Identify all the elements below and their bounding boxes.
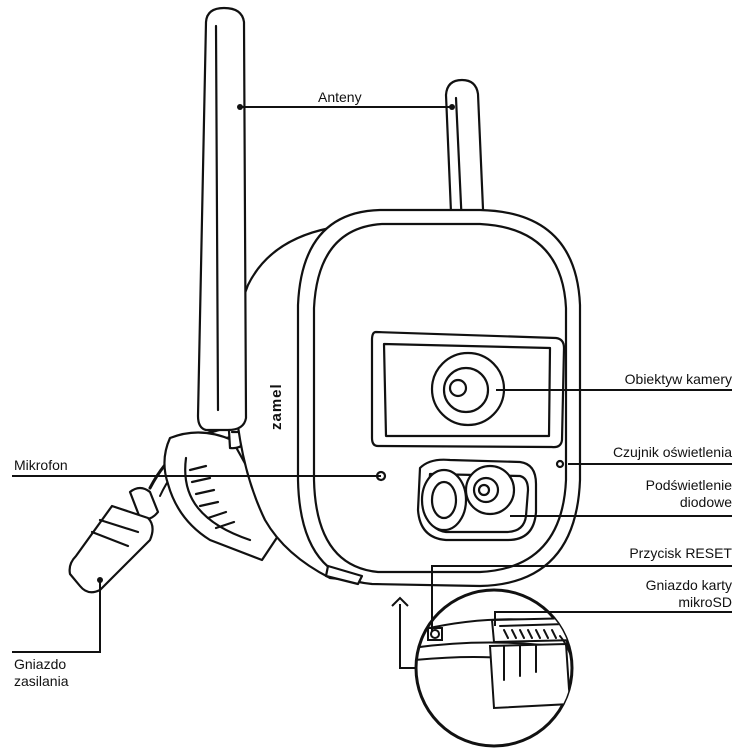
label-sd-line1: Gniazdo karty xyxy=(645,577,732,593)
zoom-detail xyxy=(414,588,574,748)
led-left-icon xyxy=(420,468,468,532)
leader-power xyxy=(12,580,101,653)
label-reset: Przycisk RESET xyxy=(629,545,732,561)
front-antenna xyxy=(196,6,248,432)
label-light-sensor: Czujnik oświetlenia xyxy=(612,444,732,460)
label-antennas: Anteny xyxy=(318,89,362,105)
leader-sd xyxy=(494,611,732,626)
label-power: Gniazdo zasilania xyxy=(14,656,68,690)
leader-zoom xyxy=(399,604,416,669)
brand-logo: zamel xyxy=(268,383,285,430)
label-sd-line2: mikroSD xyxy=(678,594,732,610)
label-led: Podświetlenie diodowe xyxy=(646,477,732,511)
label-power-line1: Gniazdo xyxy=(14,656,67,672)
camera-lens-icon xyxy=(430,351,506,427)
label-lens: Obiektyw kamery xyxy=(624,371,732,387)
back-antenna xyxy=(444,78,486,238)
label-led-line1: Podświetlenie xyxy=(645,477,732,493)
label-microphone: Mikrofon xyxy=(14,457,68,473)
label-power-line2: zasilania xyxy=(14,673,69,689)
label-sd: Gniazdo karty mikroSD xyxy=(646,577,732,611)
led-right-icon xyxy=(464,464,516,516)
bottom-clip xyxy=(324,564,364,586)
leader-arrow-head xyxy=(391,596,409,607)
sd-card-icon xyxy=(488,642,572,710)
label-led-line2: diodowe xyxy=(679,494,732,510)
light-sensor-icon xyxy=(555,459,565,469)
leader-reset xyxy=(431,565,732,632)
